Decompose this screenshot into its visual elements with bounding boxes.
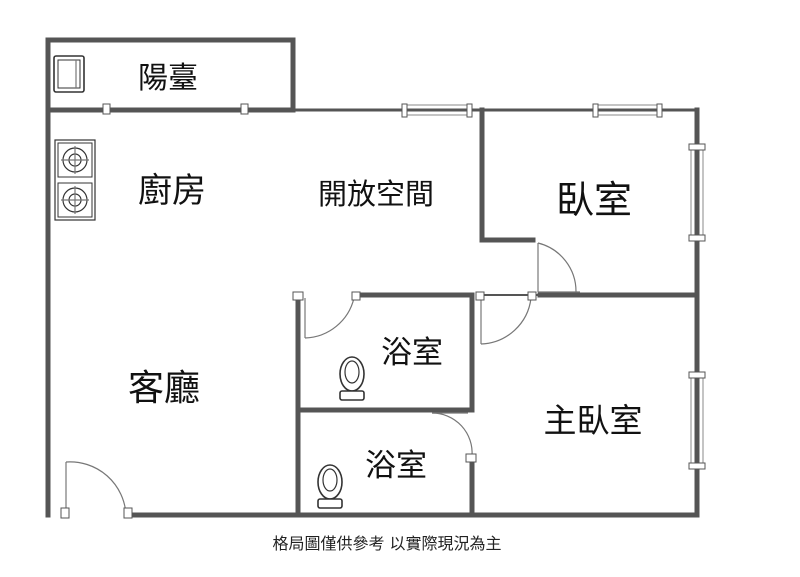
door-swing-icon [60, 461, 133, 519]
stove-icon [54, 139, 96, 221]
room-label-bedroom: 臥室 [556, 178, 632, 222]
toilet-icon [317, 464, 343, 509]
room-label-kitchen: 廚房 [138, 171, 206, 211]
room-label-open-space: 開放空間 [318, 177, 434, 211]
door-swing-icon [537, 242, 580, 293]
disclaimer-note: 格局圖僅供參考 以實際現況為主 [272, 534, 501, 553]
washing-machine-icon [53, 55, 85, 93]
room-label-living-room: 客廳 [128, 368, 200, 409]
room-label-bathroom-1: 浴室 [381, 335, 443, 371]
interior-walls [295, 107, 700, 518]
exterior-walls [45, 37, 700, 518]
door-swing-icon [292, 291, 361, 339]
windows [102, 103, 706, 470]
room-label-master-bedroom: 主臥室 [544, 401, 643, 440]
door-swing-icon [431, 412, 477, 463]
toilet-icon [339, 356, 365, 401]
room-label-bathroom-2: 浴室 [365, 448, 427, 484]
room-label-balcony: 陽臺 [138, 61, 198, 96]
doors [60, 242, 580, 519]
door-swing-icon [475, 291, 537, 345]
